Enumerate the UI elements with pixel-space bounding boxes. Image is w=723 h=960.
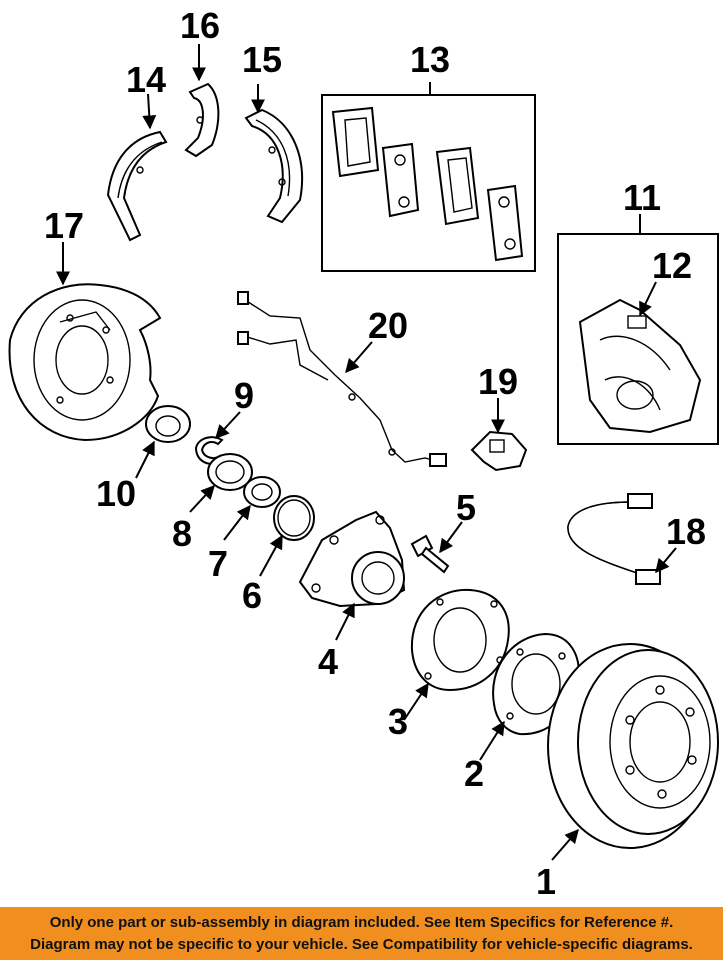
callout-19: 19: [478, 361, 518, 402]
callout-6: 6: [242, 575, 262, 616]
callout-2: 2: [464, 753, 484, 794]
callout-13: 13: [410, 39, 450, 80]
disclaimer-line-1: Only one part or sub-assembly in diagram…: [49, 913, 674, 931]
callout-17: 17: [44, 205, 84, 246]
brake-pads-part: [321, 94, 536, 272]
leader-9: [215, 411, 241, 440]
disclaimer-banner: Only one part or sub-assembly in diagram…: [0, 907, 723, 960]
caliper-part: [578, 298, 702, 434]
leader-4: [335, 602, 355, 641]
hub-bolt-part: [410, 534, 450, 574]
brake-assembly-diagram: 16 14 15 13 17 11 12 20 19 9 10 8 7 6 5 …: [8, 5, 719, 902]
brake-shoe-part: [244, 108, 304, 224]
backing-plate-part: [8, 283, 162, 442]
callout-16: 16: [180, 5, 220, 46]
callout-3: 3: [388, 701, 408, 742]
caliper-kit-box: [557, 233, 719, 445]
leader-20: [345, 341, 373, 374]
callout-7: 7: [208, 543, 228, 584]
inner-seal-part: [243, 476, 281, 508]
disclaimer-line-2: Diagram may not be specific to your vehi…: [30, 935, 693, 953]
callout-12: 12: [652, 245, 692, 286]
callout-20: 20: [368, 305, 408, 346]
o-ring-part: [273, 495, 315, 541]
callout-9: 9: [234, 375, 254, 416]
leader-14: [142, 93, 157, 130]
oil-seal-part: [145, 405, 191, 443]
leader-18: [655, 547, 677, 574]
leader-2: [479, 720, 505, 761]
brake-rotor-part: [547, 643, 719, 849]
callout-4: 4: [318, 641, 338, 682]
callout-11: 11: [623, 177, 661, 218]
leader-12: [639, 281, 657, 317]
parking-brake-shoe-part: [106, 130, 168, 242]
brake-hose-part: [567, 493, 661, 585]
leader-6: [259, 534, 283, 577]
leader-7: [223, 504, 251, 541]
callout-10: 10: [96, 473, 136, 514]
callout-5: 5: [456, 487, 476, 528]
callout-14: 14: [126, 59, 166, 100]
leader-5: [439, 521, 463, 554]
wheel-hub-part: [298, 510, 406, 608]
callout-8: 8: [172, 513, 192, 554]
leader-8: [189, 484, 215, 513]
abs-sensor-wire-part: [237, 291, 447, 467]
sensor-bracket-part: [470, 430, 528, 472]
brake-shoe-small-part: [184, 82, 220, 158]
dust-shield-part: [410, 588, 510, 692]
leader-1: [551, 828, 579, 861]
callout-1: 1: [536, 861, 556, 902]
bearing-part: [207, 453, 253, 491]
callout-15: 15: [242, 39, 282, 80]
leader-10: [135, 440, 155, 479]
leader-3: [403, 682, 429, 721]
callout-18: 18: [666, 511, 706, 552]
